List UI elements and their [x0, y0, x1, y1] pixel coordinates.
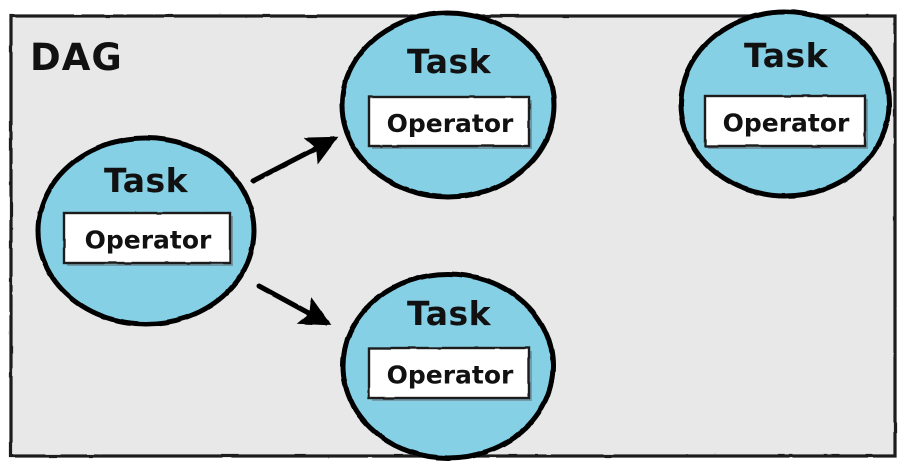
edges-layer — [250, 90, 663, 326]
operator-label: Operator — [85, 226, 212, 255]
task-node-title: Task — [744, 36, 829, 75]
task-node-title: Task — [407, 294, 492, 333]
operator-box[interactable] — [367, 95, 531, 148]
dag-label: DAG — [30, 36, 123, 79]
task-node-title: Task — [407, 42, 492, 81]
task-node-3[interactable]: Task Operator — [678, 9, 892, 199]
operator-box[interactable] — [703, 94, 867, 148]
operator-label: Operator — [387, 361, 514, 390]
edge-task1-to-task2 — [250, 136, 339, 184]
operator-label: Operator — [387, 109, 514, 138]
operator-box[interactable] — [62, 211, 232, 265]
task-node-title: Task — [104, 161, 189, 200]
operator-label: Operator — [723, 109, 850, 138]
operator-box[interactable] — [367, 346, 531, 400]
edge-task1-to-task4 — [256, 283, 332, 326]
task-node-4[interactable]: Task Operator — [340, 271, 556, 461]
task-node-1[interactable]: Task Operator — [35, 135, 257, 327]
task-node-2[interactable]: Task Operator — [339, 10, 557, 200]
